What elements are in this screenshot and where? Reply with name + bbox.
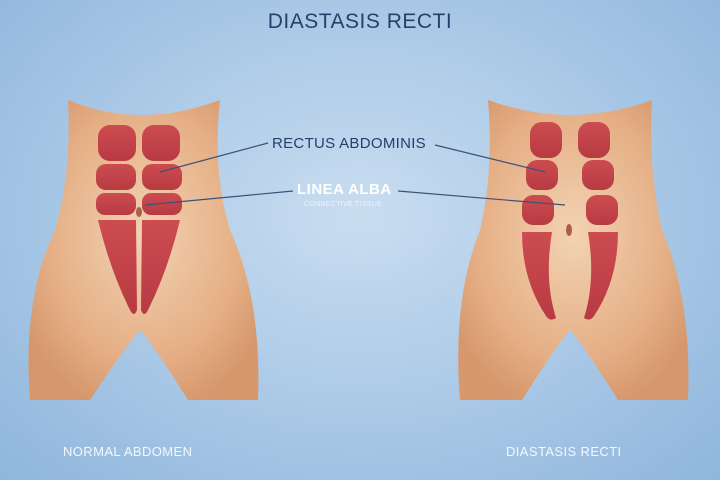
pointer-lines: [144, 142, 566, 206]
navel: [136, 207, 142, 217]
navel: [566, 224, 572, 236]
rectus-muscle-normal: [96, 125, 182, 314]
rectus-abdominis-label: RECTUS ABDOMINIS: [272, 135, 426, 152]
connective-tissue-label: CONNECTIVE TISSUE: [304, 201, 383, 208]
diastasis-torso: [458, 100, 689, 400]
diastasis-recti-caption: DIASTASIS RECTI: [506, 444, 622, 459]
rectus-muscle-separated: [522, 122, 618, 320]
diagram-title: DIASTASIS RECTI: [267, 10, 453, 33]
normal-abdomen-caption: NORMAL ABDOMEN: [63, 444, 193, 459]
normal-abdomen-torso: [28, 100, 259, 400]
linea-alba-label: LINEA ALBA: [297, 181, 392, 198]
